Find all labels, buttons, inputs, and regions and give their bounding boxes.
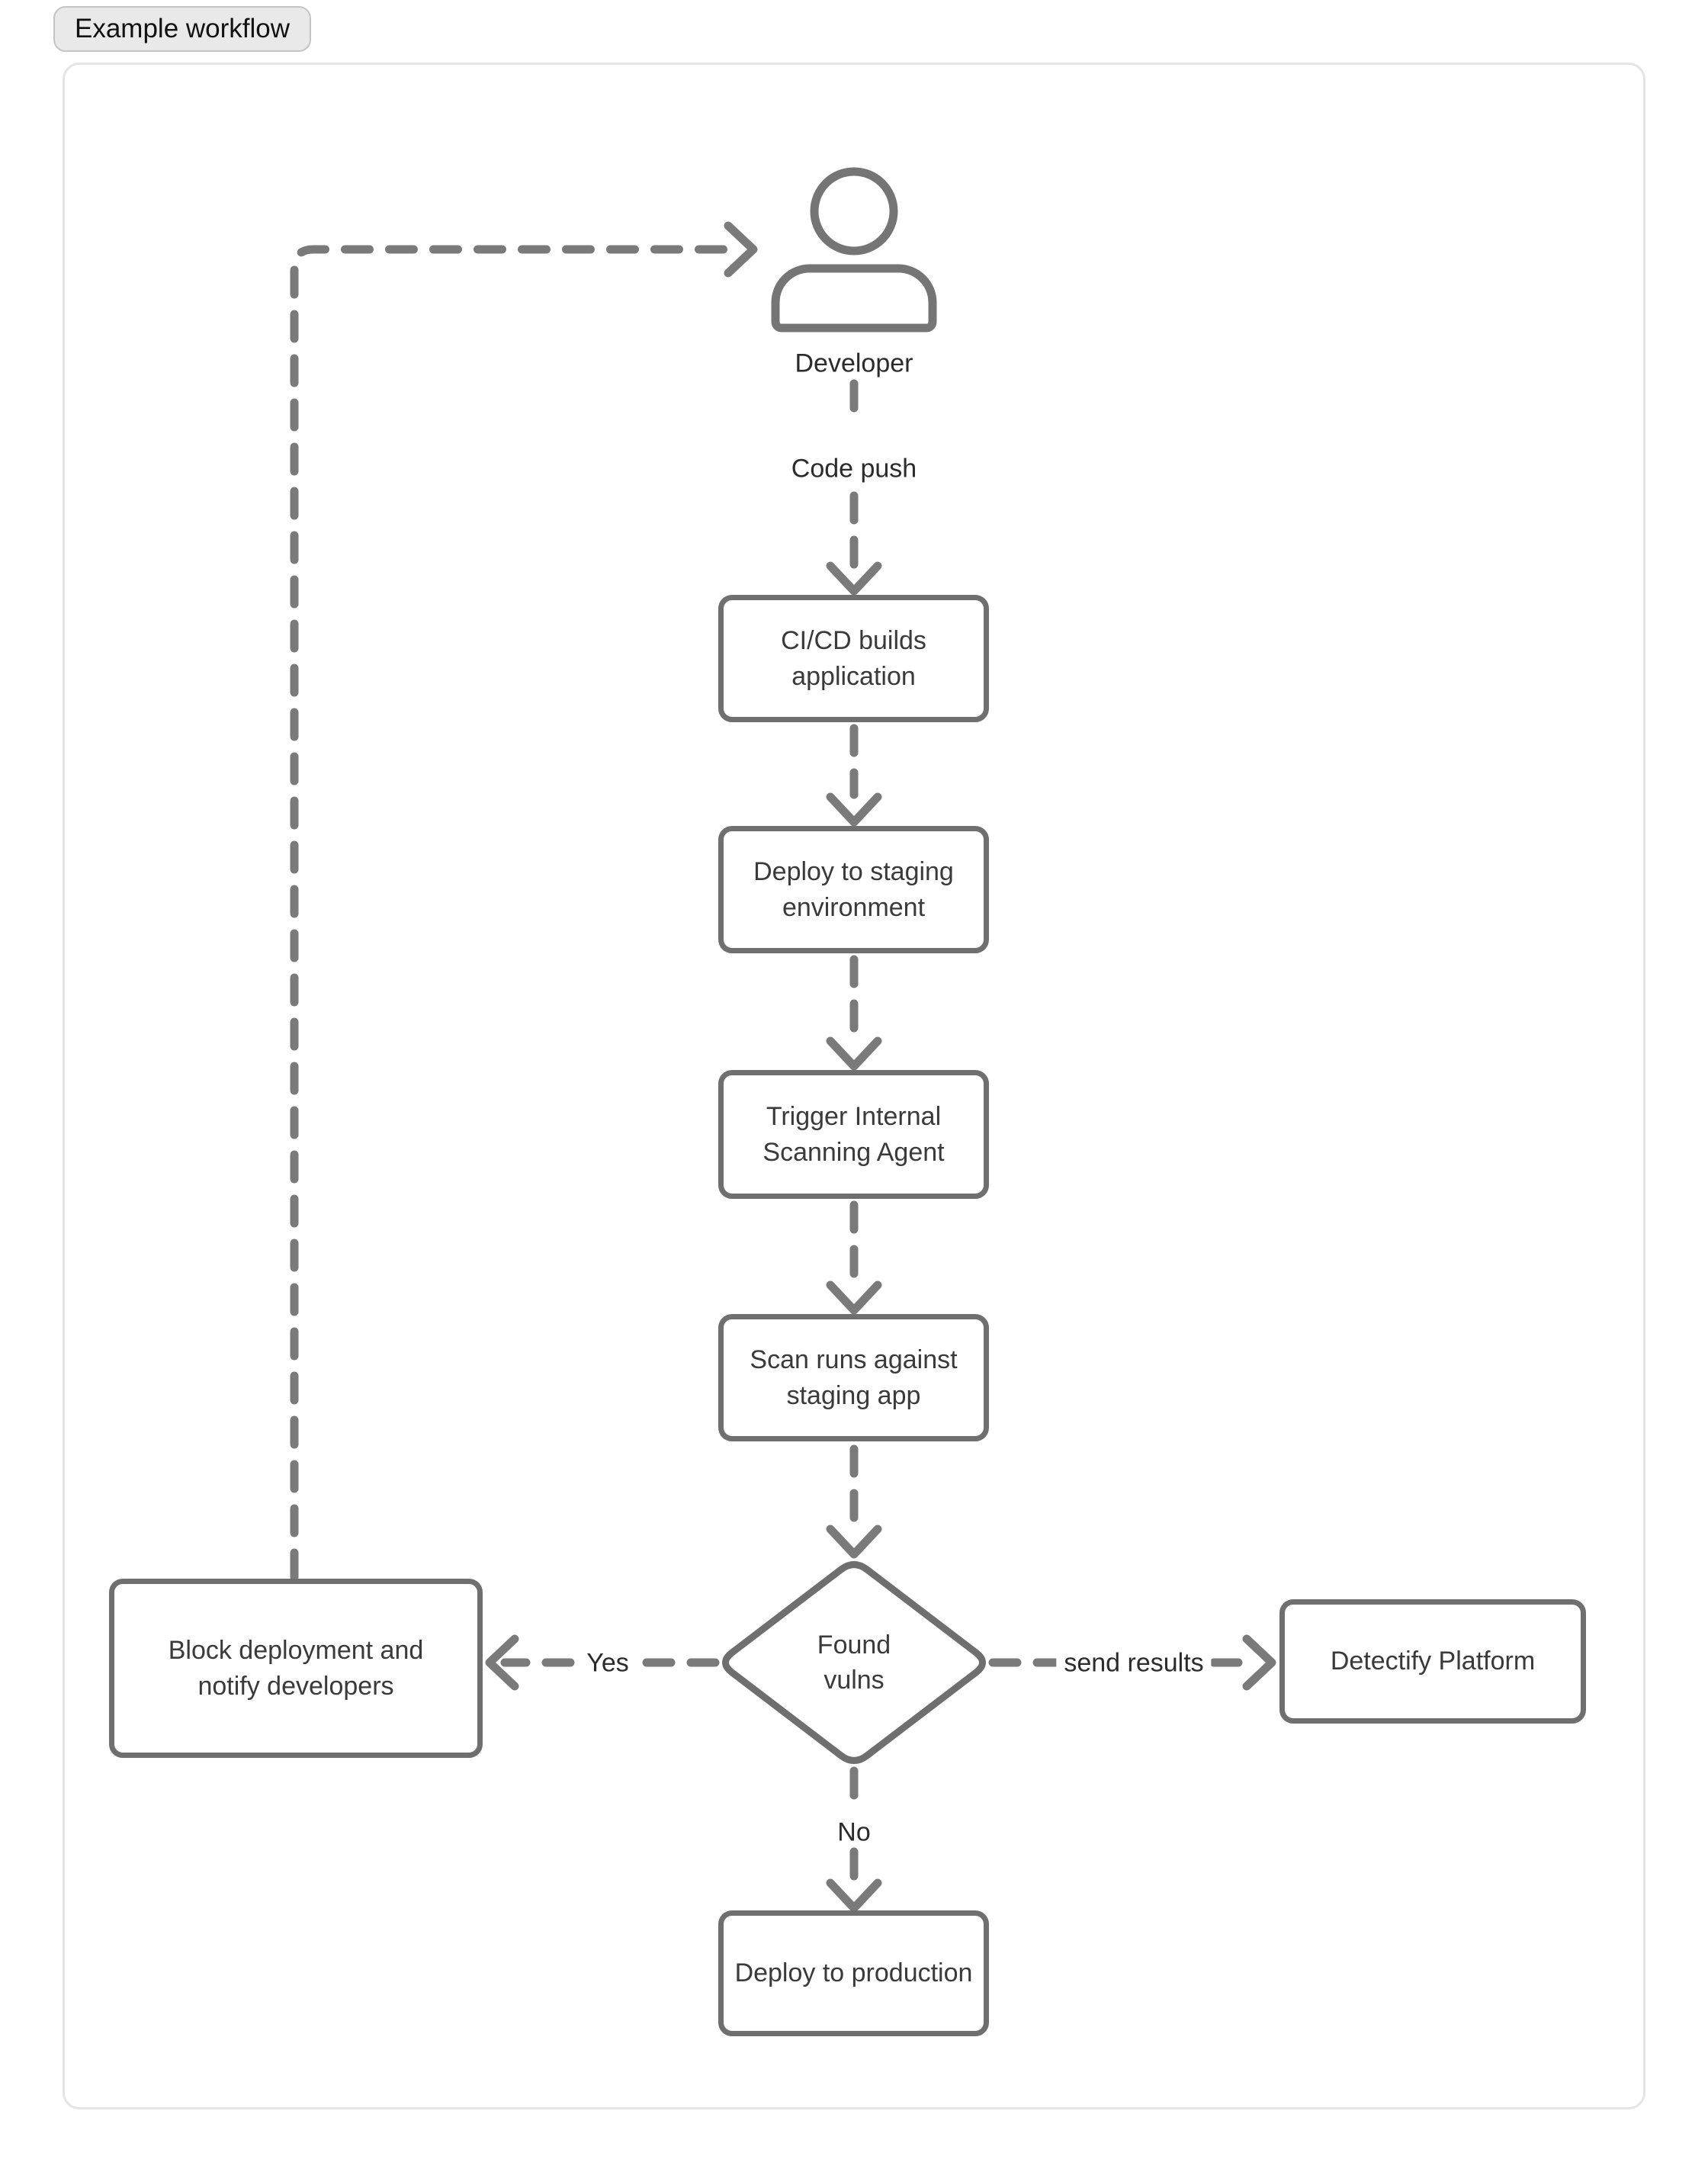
arrow-left-block-icon — [485, 1634, 519, 1691]
node-text-line: staging app — [786, 1380, 921, 1410]
node-text-line: CI/CD builds — [781, 625, 926, 655]
node-scan-runs-against-staging: Scan runs against staging app — [718, 1314, 989, 1441]
node-text-line: vulns — [824, 1666, 884, 1695]
arrow-down-trigger-icon — [826, 1036, 882, 1071]
loop-arrowhead-icon — [724, 221, 758, 278]
node-text-line: Found — [817, 1631, 891, 1660]
node-text-line: Scanning Agent — [762, 1137, 945, 1167]
edge-label-send-results: send results — [1056, 1648, 1212, 1679]
edge-label-no: No — [830, 1817, 878, 1848]
node-text-line: Block deployment and — [168, 1635, 424, 1665]
node-text-line: application — [791, 661, 916, 691]
node-trigger-internal-scanning-agent: Trigger Internal Scanning Agent — [718, 1070, 989, 1199]
node-cicd-builds-application: CI/CD builds application — [718, 595, 989, 722]
node-text-line: Deploy to production — [734, 1958, 973, 1987]
node-text-line: notify developers — [197, 1671, 394, 1701]
arrow-down-staging-icon — [826, 792, 882, 827]
arrow-down-scan-icon — [826, 1280, 882, 1315]
flow-connectors — [500, 379, 1263, 1885]
arrow-right-detectify-icon — [1242, 1634, 1276, 1691]
node-detectify-platform: Detectify Platform — [1279, 1599, 1586, 1724]
node-block-deployment-notify: Block deployment and notify developers — [109, 1579, 483, 1758]
decision-found-vulns-label: Found vulns — [817, 1627, 891, 1698]
arrow-down-decision-icon — [826, 1525, 882, 1559]
diagram-title-badge: Example workflow — [53, 6, 312, 52]
node-text-line: Detectify Platform — [1330, 1647, 1536, 1676]
edge-label-yes: Yes — [579, 1648, 637, 1679]
node-text-line: environment — [782, 892, 926, 922]
node-text-line: Trigger Internal — [766, 1101, 942, 1131]
node-text-line: Deploy to staging — [753, 856, 954, 886]
actor-label: Developer — [787, 349, 921, 379]
arrow-down-production-icon — [826, 1878, 882, 1913]
node-deploy-to-staging: Deploy to staging environment — [718, 826, 989, 953]
edge-label-code-push: Code push — [783, 454, 925, 484]
node-text-line: Scan runs against — [750, 1345, 958, 1374]
decision-diamond-shape — [722, 1561, 986, 1764]
loop-back-edge — [290, 245, 730, 1582]
node-deploy-to-production: Deploy to production — [718, 1910, 989, 2036]
arrowhead-icons — [485, 561, 1276, 1913]
person-icon — [771, 167, 937, 333]
arrow-down-build-icon — [826, 561, 882, 596]
diagram-title: Example workflow — [75, 14, 291, 43]
